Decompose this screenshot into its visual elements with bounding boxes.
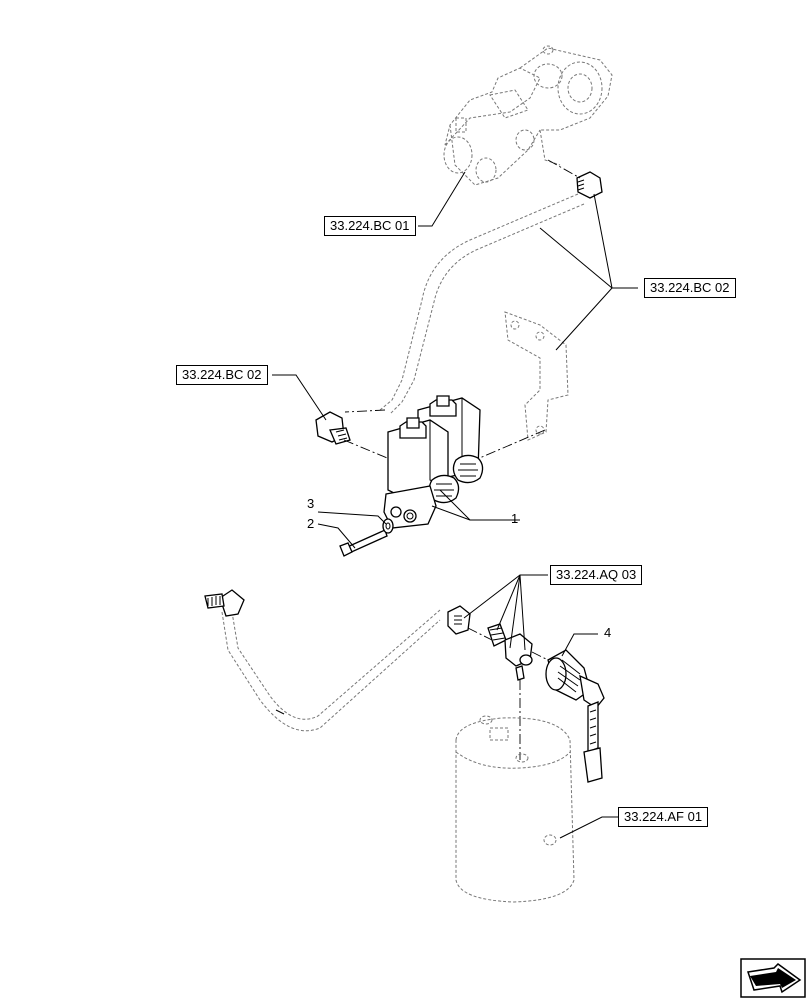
upper-hose-ghost [344,193,585,415]
solenoid-valve-assembly [383,395,484,529]
callout-item-2: 2 [307,516,315,531]
washer [382,518,394,534]
lower-hose-ghost [221,609,441,732]
ref-33-224-bc-02-left[interactable]: 33.224.BC 02 [176,365,268,385]
next-page-arrow-icon[interactable] [740,958,806,998]
pressure-sensor [545,649,605,783]
leader-lines [272,171,638,839]
callout-item-3: 3 [307,496,315,511]
ref-33-224-aq-03[interactable]: 33.224.AQ 03 [550,565,643,585]
ref-33-224-bc-02-right[interactable]: 33.224.BC 02 [644,278,736,298]
callout-item-4: 4 [604,625,612,640]
upper-elbow-fitting [547,159,603,199]
ref-33-224-bc-01[interactable]: 33.224.BC 01 [324,216,416,236]
bracket-ghost [474,311,569,461]
bolt [339,529,388,557]
adapter-fittings [487,623,549,760]
next-page-arrow-icon-graphic [740,958,806,998]
air-tank-ghost [455,715,575,903]
left-elbow-fitting [315,411,393,461]
ref-33-224-af-01[interactable]: 33.224.AF 01 [618,807,709,827]
callout-item-1: 1 [511,511,519,526]
lower-left-elbow-fitting [204,589,245,617]
tee-fitting [447,605,493,641]
brake-valve-ghost [443,45,613,186]
